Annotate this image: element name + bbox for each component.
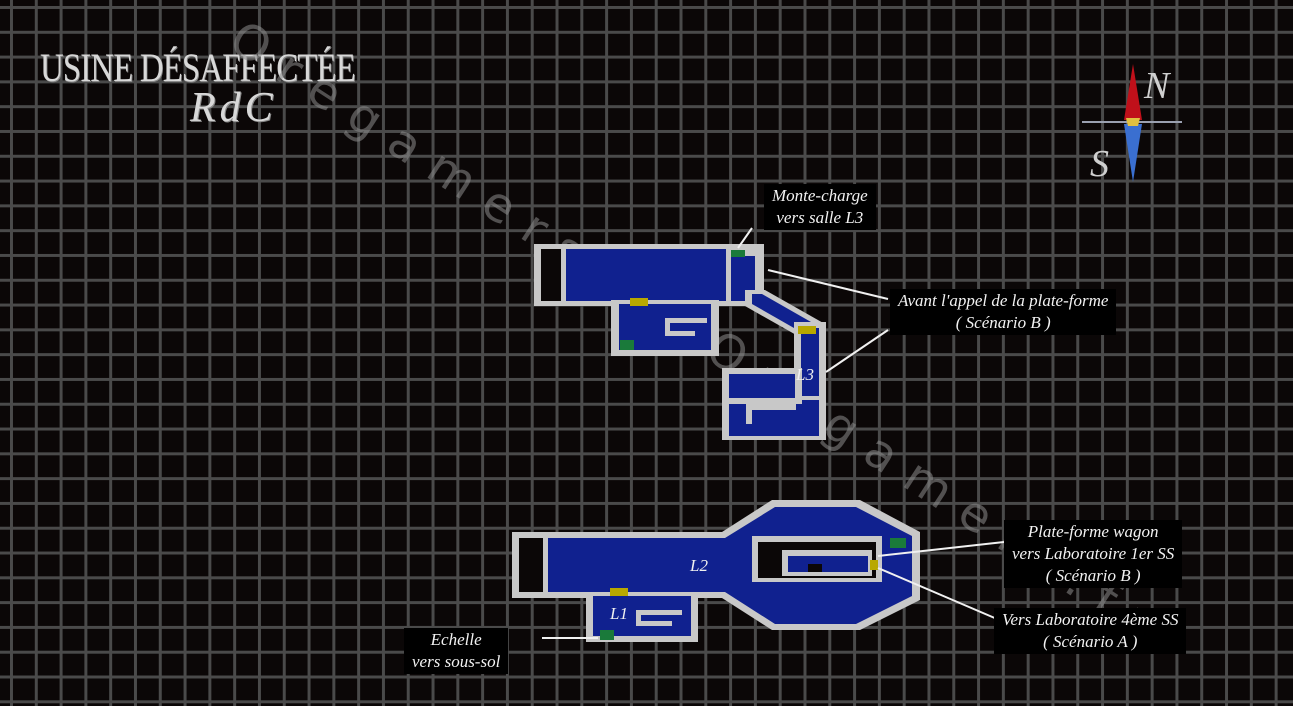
platform-call-callout-line2: ( Scénario B ) [955, 313, 1051, 332]
door-marker [630, 298, 648, 306]
room-l1-label: L1 [610, 604, 628, 623]
callout-lines [542, 227, 1005, 639]
map-title: USINE DÉSAFFECTÉE [40, 45, 356, 90]
platform-call-callout-line1: Avant l'appel de la plate-forme [898, 291, 1109, 310]
platform-call-callout: Avant l'appel de la plate-forme ( Scénar… [890, 289, 1117, 335]
exit-marker [890, 538, 906, 548]
exit-marker [620, 340, 634, 350]
elevator-callout: Monte-charge vers salle L3 [764, 184, 876, 230]
wagon-callout: Plate-forme wagon vers Laboratoire 1er S… [1004, 520, 1183, 588]
door-marker [870, 560, 878, 570]
elevator-callout-line1: Monte-charge [772, 186, 868, 205]
compass-north-label: N [1143, 65, 1172, 107]
ladder-callout-line1: Echelle [430, 630, 482, 649]
room-l3-label: L3 [796, 365, 814, 384]
lab4-callout: Vers Laboratoire 4ème SS ( Scénario A ) [994, 608, 1187, 654]
door-marker [798, 326, 816, 334]
room-l2-label: L2 [690, 556, 708, 575]
lab4-callout-line1: Vers Laboratoire 4ème SS [1002, 610, 1179, 629]
lab4-callout-line2: ( Scénario A ) [1043, 632, 1138, 651]
door-marker [610, 588, 628, 596]
compass-icon [1082, 64, 1182, 182]
elevator-marker [731, 250, 745, 257]
upper-complex [534, 244, 826, 440]
lower-complex [512, 500, 920, 642]
ladder-callout: Echelle vers sous-sol [404, 628, 509, 674]
compass-south-label: S [1090, 143, 1109, 185]
wagon-callout-line1: Plate-forme wagon [1027, 522, 1159, 541]
elevator-callout-line2: vers salle L3 [776, 208, 864, 227]
ladder-marker [600, 630, 614, 640]
floor-label: RdC [190, 85, 277, 131]
ladder-callout-line2: vers sous-sol [412, 652, 501, 671]
wagon-callout-line3: ( Scénario B ) [1045, 566, 1141, 585]
wagon-callout-line2: vers Laboratoire 1er SS [1012, 544, 1175, 563]
